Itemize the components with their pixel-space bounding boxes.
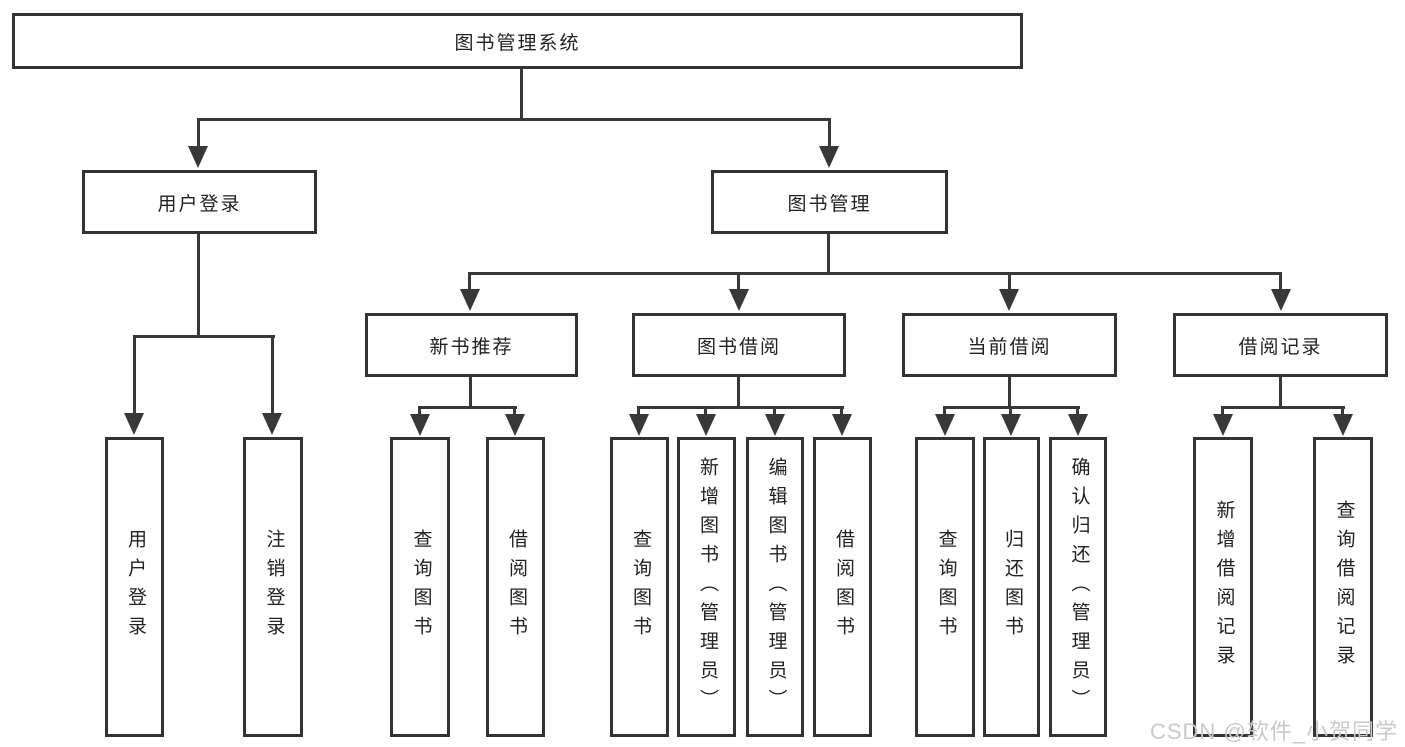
leaf-label: 借阅图书 xyxy=(505,529,527,645)
node-borrowing-records: 借阅记录 xyxy=(1173,313,1388,377)
leaf-add-borrow-record: 新增借阅记录 xyxy=(1193,437,1253,737)
node-book-borrowing: 图书借阅 xyxy=(632,313,846,377)
arrowhead-icon xyxy=(1333,414,1353,436)
edge-stem xyxy=(704,408,707,416)
edge-stem xyxy=(1009,408,1012,416)
edge-currentborrow-stem xyxy=(1008,377,1011,409)
edge-bookborrow-stem xyxy=(737,377,740,409)
arrowhead-icon xyxy=(935,414,955,436)
leaf-borrow-books-borrowing: 借阅图书 xyxy=(813,437,872,737)
node-label: 借阅记录 xyxy=(1238,336,1323,358)
csdn-watermark: CSDN @软件_小贺同学 xyxy=(1149,719,1398,744)
leaf-label: 用户登录 xyxy=(124,529,146,645)
arrowhead-icon xyxy=(819,146,839,168)
leaf-label: 新增图书（管理员） xyxy=(696,456,718,718)
node-label: 图书借阅 xyxy=(696,336,781,358)
leaf-label: 借阅图书 xyxy=(832,529,854,645)
node-book-management: 图书管理 xyxy=(711,170,948,234)
arrowhead-icon xyxy=(999,289,1019,311)
leaf-label: 注销登录 xyxy=(263,529,285,645)
edge-bookmgmt-rail xyxy=(468,272,1282,275)
arrowhead-icon xyxy=(188,146,208,168)
node-label: 当前借阅 xyxy=(967,336,1052,358)
edge-bookborrow-rail xyxy=(637,406,844,409)
node-user-login: 用户登录 xyxy=(82,170,317,234)
edge-bookmgmt-stem xyxy=(827,234,830,275)
edge-userlogin-rail xyxy=(133,335,275,338)
edge-root-stem xyxy=(520,69,523,120)
leaf-confirm-return-admin: 确认归还（管理员） xyxy=(1049,437,1107,737)
edge-stem-leaf-login xyxy=(133,337,136,415)
edge-stem xyxy=(418,408,421,416)
leaf-edit-books-admin: 编辑图书（管理员） xyxy=(746,437,804,737)
edge-stem-borrowrecords xyxy=(1279,274,1282,291)
edge-stem-user-login xyxy=(197,120,200,148)
edge-stem xyxy=(513,408,516,416)
leaf-query-books-current: 查询图书 xyxy=(915,437,975,737)
edge-currentborrow-rail xyxy=(943,406,1080,409)
leaf-return-books: 归还图书 xyxy=(983,437,1040,737)
node-label: 用户登录 xyxy=(157,193,242,215)
leaf-label: 确认归还（管理员） xyxy=(1068,456,1090,718)
arrowhead-icon xyxy=(262,413,282,435)
leaf-label: 新增借阅记录 xyxy=(1213,500,1235,674)
node-new-book-recommend: 新书推荐 xyxy=(365,313,578,377)
edge-stem xyxy=(1221,408,1224,416)
node-label: 图书管理 xyxy=(787,193,872,215)
edge-stem-bookborrow xyxy=(737,274,740,291)
node-label: 新书推荐 xyxy=(429,336,514,358)
edge-stem xyxy=(943,408,946,416)
arrowhead-icon xyxy=(410,414,430,436)
arrowhead-icon xyxy=(505,414,525,436)
leaf-label: 查询图书 xyxy=(935,529,957,645)
edge-root-rail xyxy=(197,118,831,121)
arrowhead-icon xyxy=(1068,414,1088,436)
edge-stem-currentborrow xyxy=(1008,274,1011,291)
arrowhead-icon xyxy=(1271,289,1291,311)
leaf-query-books-borrowing: 查询图书 xyxy=(610,437,669,737)
edge-stem xyxy=(637,408,640,416)
edge-newbook-rail xyxy=(418,406,517,409)
leaf-user-login: 用户登录 xyxy=(105,437,164,737)
arrowhead-icon xyxy=(765,414,785,436)
leaf-logout: 注销登录 xyxy=(243,437,303,737)
leaf-borrow-books-recommend: 借阅图书 xyxy=(486,437,545,737)
root-node-system: 图书管理系统 xyxy=(12,13,1023,69)
edge-stem-newbook xyxy=(468,274,471,291)
leaf-add-books-admin: 新增图书（管理员） xyxy=(677,437,736,737)
edge-stem xyxy=(1341,408,1344,416)
arrowhead-icon xyxy=(460,289,480,311)
edge-stem xyxy=(773,408,776,416)
arrowhead-icon xyxy=(832,414,852,436)
edge-borrowrecords-rail xyxy=(1221,406,1345,409)
edge-userlogin-stem xyxy=(197,234,200,337)
leaf-query-borrow-record: 查询借阅记录 xyxy=(1313,437,1373,737)
edge-stem xyxy=(840,408,843,416)
leaf-label: 归还图书 xyxy=(1001,529,1023,645)
leaf-label: 查询图书 xyxy=(410,529,432,645)
node-current-borrowing: 当前借阅 xyxy=(902,313,1117,377)
edge-newbook-stem xyxy=(469,377,472,409)
leaf-query-books-recommend: 查询图书 xyxy=(390,437,450,737)
arrowhead-icon xyxy=(696,414,716,436)
edge-borrowrecords-stem xyxy=(1279,377,1282,409)
arrowhead-icon xyxy=(124,413,144,435)
arrowhead-icon xyxy=(629,414,649,436)
arrowhead-icon xyxy=(729,289,749,311)
arrowhead-icon xyxy=(1213,414,1233,436)
node-label: 图书管理系统 xyxy=(454,32,581,54)
leaf-label: 查询借阅记录 xyxy=(1333,500,1355,674)
edge-stem-book-mgmt xyxy=(828,120,831,148)
edge-stem-leaf-logout xyxy=(271,337,274,415)
edge-stem xyxy=(1076,408,1079,416)
leaf-label: 编辑图书（管理员） xyxy=(765,456,787,718)
arrowhead-icon xyxy=(1001,414,1021,436)
leaf-label: 查询图书 xyxy=(629,529,651,645)
